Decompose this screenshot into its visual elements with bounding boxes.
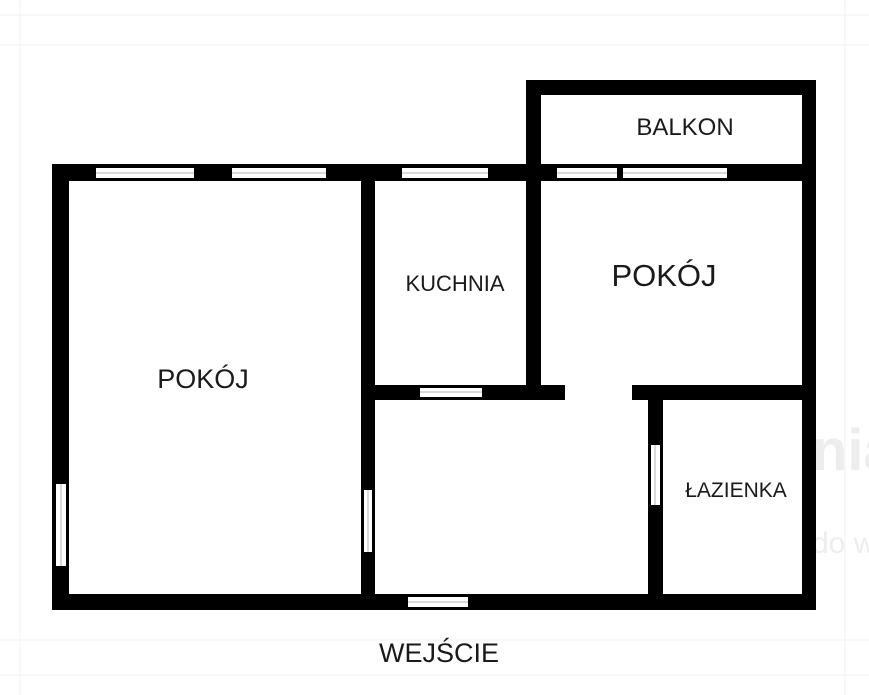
wall-kitchen-room [526, 164, 541, 400]
room-label-room-right: POKÓJ [611, 258, 716, 293]
room-labels: POKÓJ KUCHNIA POKÓJ BALKON ŁAZIENKA WEJŚ… [157, 114, 787, 668]
room-label-kitchen: KUCHNIA [405, 271, 504, 296]
walls [52, 80, 816, 610]
room-label-bathroom: ŁAZIENKA [685, 479, 787, 502]
wall-balcony-left [526, 80, 541, 181]
wall-balcony-top [526, 80, 816, 95]
entrance-label: WEJŚCIE [379, 636, 499, 668]
room-label-living-left: POKÓJ [157, 363, 249, 394]
wall-room-bottom [632, 385, 816, 400]
openings [56, 168, 727, 607]
watermark-tagline: do w [812, 527, 869, 560]
wall-balcony-right [802, 80, 816, 181]
watermark-logo: nia [812, 418, 869, 483]
room-label-balcony: BALKON [636, 114, 733, 141]
